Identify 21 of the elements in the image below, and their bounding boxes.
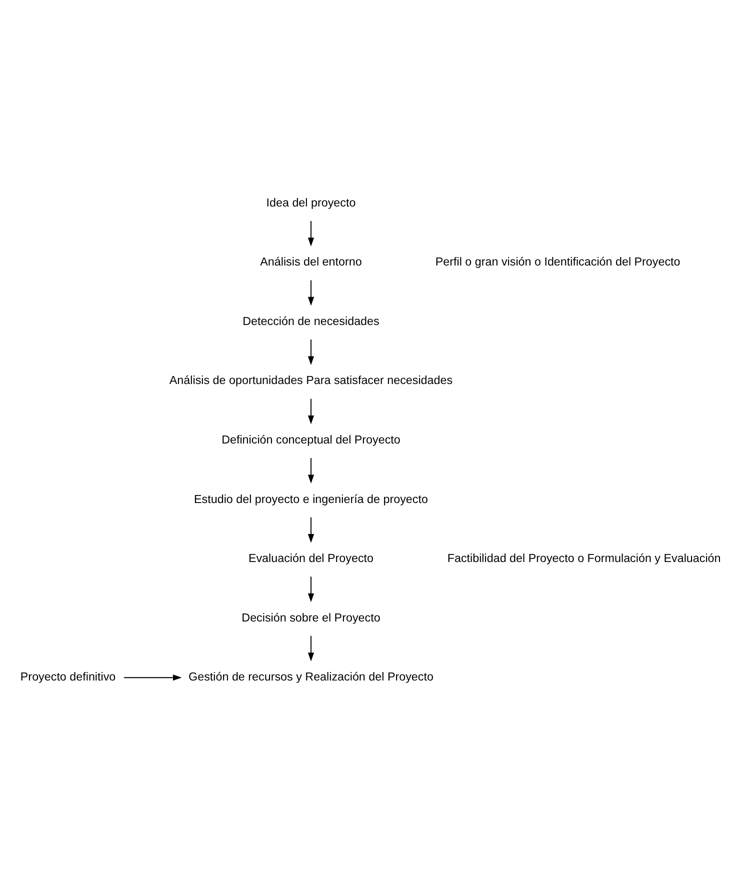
node-text: Definición conceptual del Proyecto — [222, 434, 400, 447]
arrow — [308, 516, 314, 543]
node-text: Idea del proyecto — [266, 196, 356, 210]
node-text: Análisis de oportunidades Para satisfacer necesidades — [169, 374, 453, 388]
label: Factibilidad del Proyecto o Formulación y Evaluación — [447, 552, 721, 566]
node-text: Evaluación del Proyecto — [248, 552, 374, 566]
arrow — [308, 398, 314, 424]
arrow — [308, 458, 314, 484]
node-text: Análisis del entorno — [260, 256, 362, 269]
arrow — [308, 220, 314, 246]
arrow — [124, 674, 182, 681]
arrow — [308, 280, 314, 306]
node-text: Proyecto definitivo — [20, 670, 116, 684]
node-text: Gestión de recursos y Realización del Proyecto — [188, 670, 434, 684]
label: Perfil o gran visión o Identificación del Proyecto — [435, 256, 680, 269]
arrow — [308, 339, 314, 365]
node-text: Estudio del proyecto e ingeniería de proyecto — [194, 492, 428, 506]
node-text: Decisión sobre el Proyecto — [242, 611, 380, 624]
arrow — [308, 635, 314, 662]
arrow — [308, 576, 314, 602]
node-text: Detección de necesidades — [242, 314, 380, 328]
